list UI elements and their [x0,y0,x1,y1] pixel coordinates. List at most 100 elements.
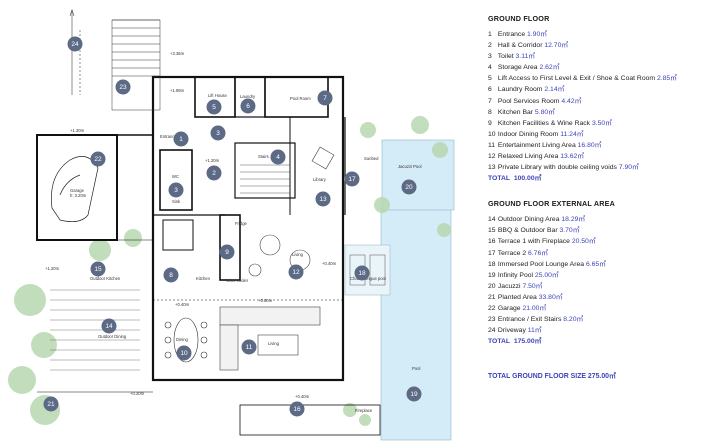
room-number: 9 [488,119,492,127]
room-area: 2.14㎡ [544,86,565,94]
room-name: Immersed Pool Lounge Area [497,260,585,268]
stairs-label: Stairs [258,154,269,159]
room-name: Jacuzzi [497,282,521,290]
lift-label: Lift House [208,93,228,98]
external-total: TOTAL 175.00㎡ [488,336,700,348]
room-area: 25.00㎡ [534,271,559,279]
plan-labels: Garage h: 3.20m Lift House Laundry Pool … [45,51,422,413]
room-number: 10 [488,130,496,138]
area-row: 18 Immersed Pool Lounge Area 6.65㎡ [488,259,700,270]
room-area: 4.42㎡ [561,97,582,105]
kitchen-label: Kitchen [196,276,211,281]
room-name: Lift Access to First Level & Exit / Shoe… [497,75,656,83]
area-row: 11 Entertainment Living Area 16.80㎡ [488,140,700,151]
room-badge-number: 2 [212,170,216,177]
level-label: +1.20m [45,266,60,271]
outdoor-kitchen-label: Outdoor Kitchen [90,276,121,281]
room-badge: 16 [289,401,305,417]
area-row: 21 Planted Area 33.80㎡ [488,292,700,303]
area-row: 2 Hall & Corridor 12.70㎡ [488,40,700,51]
room-badge-number: 3 [216,130,220,137]
room-number: 5 [488,75,492,83]
chaise-label: Chaise longue pool [350,276,386,281]
room-name: Private Library with double ceiling void… [497,164,617,172]
room-area: 21.00㎡ [522,304,547,312]
room-area: 16.80㎡ [577,141,602,149]
pool-label: Pool [412,366,420,371]
room-name: Kitchen Facilities & Wine Rack [497,119,591,127]
ground-floor-title: GROUND FLOOR [488,14,550,23]
room-area: 20.50㎡ [571,238,596,246]
room-badge: 18 [354,265,370,281]
room-area: 11㎡ [527,327,542,335]
room-badge: 4 [270,149,286,165]
laundry-label: Laundry [240,94,256,99]
dining-table [164,317,208,363]
level-label: +0.40m [175,302,190,307]
room-name: Outdoor Dining Area [497,216,560,224]
level-label: +0.40m [295,394,310,399]
area-row: 6 Laundry Room 2.14㎡ [488,84,700,95]
room-badge: 23 [115,79,131,95]
room-badge-number: 19 [410,391,418,398]
floor-plan: Garage h: 3.20m Lift House Laundry Pool … [8,9,455,441]
garage-dim-label: h: 3.20m [70,193,87,198]
room-name: BBQ & Outdoor Bar [497,227,558,235]
room-area: 2.62㎡ [539,64,560,72]
room-name: Terrace 1 with Fireplace [497,238,570,246]
room-name: Kitchen Bar [497,108,534,116]
room-number: 24 [488,327,496,335]
library-chair [311,146,335,170]
room-badge-number: 13 [319,196,327,203]
room-name: Pool Services Room [497,97,560,105]
wine-label: Wine cooler [226,278,249,283]
sunbed-label: Sunbed [364,156,379,161]
room-number: 6 [488,86,492,94]
area-row: 16 Terrace 1 with Fireplace 20.50㎡ [488,236,700,247]
room-badge: 6 [240,98,256,114]
room-badge: 17 [344,171,360,187]
room-name: Entrance [497,31,526,38]
room-badge: 1 [173,131,189,147]
room-badge: 21 [43,396,59,412]
room-badge: 8 [163,267,179,283]
room-badge-number: 14 [105,323,113,330]
room-badge-number: 23 [119,84,127,91]
car-icon [51,156,99,222]
area-row: 7 Pool Services Room 4.42㎡ [488,96,700,107]
sink-label: Sink [172,199,181,204]
room-badge-number: 7 [323,95,327,102]
room-badge: 24 [67,36,83,52]
room-badge: 9 [219,244,235,260]
area-row: 8 Kitchen Bar 5.80㎡ [488,107,700,118]
lounge-chairs [248,234,311,277]
area-row: 13 Private Library with double ceiling v… [488,162,700,173]
room-area: 3.11㎡ [515,53,536,61]
room-area: 7.50㎡ [522,282,543,290]
library-label: Library [313,177,327,182]
room-area: 11.24㎡ [560,130,584,138]
room-area: 6.65㎡ [585,260,606,268]
room-number: 17 [488,249,496,257]
living2-label: Living [292,252,304,257]
room-number: 7 [488,97,492,105]
room-number: 4 [488,64,492,72]
area-row: 24 Driveway 11㎡ [488,325,700,336]
room-number: 21 [488,293,496,301]
room-area: 5.80㎡ [534,108,555,116]
area-row: 3 Toilet 3.11㎡ [488,51,700,62]
driveway [69,9,81,95]
room-name: Entertainment Living Area [497,141,576,149]
room-name: Relaxed Living Area [497,153,559,161]
room-name: Hall & Corridor [497,42,543,50]
room-name: Indoor Dining Room [497,130,559,138]
room-name: Planted Area [497,293,537,301]
level-label: +1.30m [70,128,85,133]
room-area: 3.70㎡ [559,227,580,235]
room-number: 15 [488,227,496,235]
level-label: +0.20m [130,391,145,396]
room-area: 12.70㎡ [544,42,569,50]
